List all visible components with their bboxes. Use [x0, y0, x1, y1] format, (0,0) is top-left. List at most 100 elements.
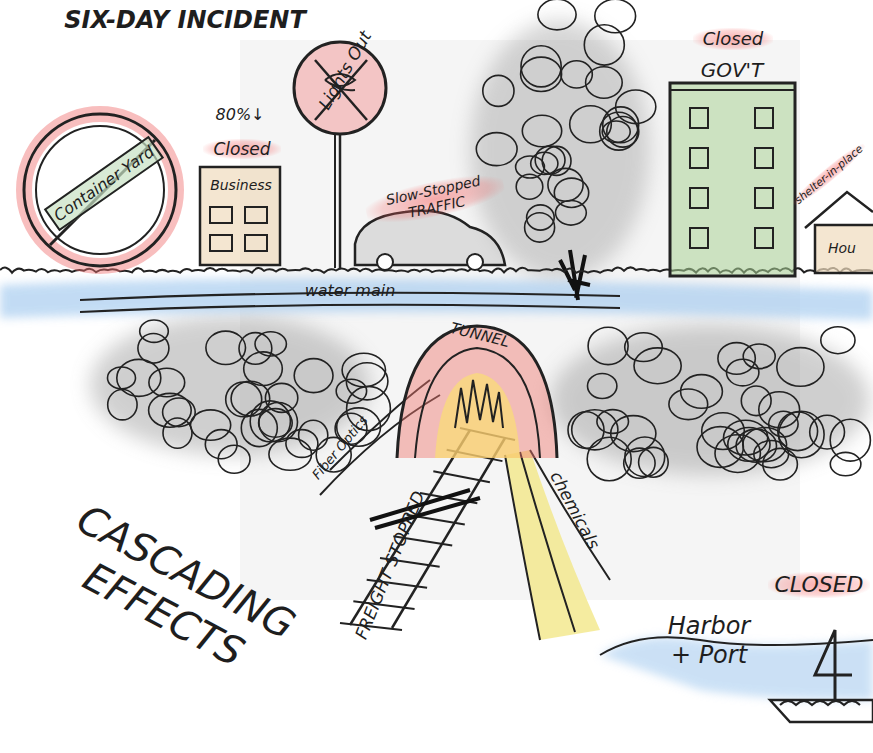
- scribble-loop: [741, 386, 771, 416]
- sketch-stroke: [670, 83, 795, 276]
- scribble-loop: [538, 0, 576, 30]
- water-main-pipe: [80, 305, 620, 312]
- sketch-stroke: [670, 89, 795, 91]
- scribble-loop: [294, 359, 333, 393]
- scribble-loop: [697, 427, 743, 468]
- scribble-loop: [728, 428, 770, 462]
- scribble-loop: [259, 403, 298, 442]
- object-sublabel: Hou: [817, 240, 867, 257]
- scribble-loop: [542, 146, 571, 175]
- ground-shade: [90, 315, 370, 455]
- sketch-stroke: [805, 192, 873, 228]
- sketch-stroke: [245, 235, 267, 251]
- sketch-stroke: [397, 326, 557, 458]
- sketch-stroke: [755, 148, 773, 168]
- scribble-loop: [821, 327, 855, 354]
- scribble-loop: [117, 359, 161, 396]
- scribble-loop: [616, 90, 656, 124]
- scribble-loop: [778, 412, 818, 451]
- sketch-stroke: [435, 373, 520, 458]
- scribble-loop: [269, 438, 312, 470]
- sketch-stroke: [690, 228, 708, 248]
- water-band: [0, 279, 873, 320]
- scribble-loop: [595, 0, 636, 33]
- scribble-loop: [346, 363, 388, 400]
- scribble-loop: [205, 430, 237, 459]
- scribble-loop: [586, 67, 623, 99]
- sketch-object: Slow-Stopped TRAFFIC: [345, 172, 520, 268]
- scribble-loop: [718, 343, 755, 375]
- sketch-stroke: [467, 254, 483, 270]
- object-label: Container Yard: [44, 136, 164, 232]
- object-label: Closed: [203, 139, 281, 159]
- smoke-scribbles: [108, 0, 871, 481]
- sketch-stroke: [24, 114, 176, 266]
- sketch-stroke: [24, 114, 176, 266]
- scribble-loop: [634, 348, 681, 384]
- scribble-loop: [639, 447, 669, 477]
- scribble-loop: [597, 410, 629, 434]
- sketch-object: shelter-in-placeHou: [805, 140, 873, 275]
- scribble-loop: [779, 411, 824, 457]
- sketch-note: 80%↓: [205, 105, 275, 124]
- scribble-loop: [625, 437, 665, 477]
- smoke-shade: [470, 20, 650, 280]
- scribble-loop: [611, 416, 656, 452]
- ground-shade: [550, 325, 870, 475]
- scribble-loop: [527, 205, 555, 230]
- scribble-loop: [218, 445, 250, 473]
- scribble-loop: [521, 46, 561, 87]
- scribble-loop: [522, 115, 561, 146]
- scribble-loop: [108, 390, 137, 420]
- scribble-loop: [149, 368, 185, 397]
- sketch-note: water main: [285, 281, 415, 300]
- object-sublabel: Business: [198, 177, 284, 194]
- sketch-stroke: [755, 108, 773, 128]
- sketch-stroke: [210, 207, 232, 223]
- sketch-stroke: [690, 188, 708, 208]
- scribble-loop: [600, 112, 638, 150]
- scribble-loop: [342, 353, 385, 387]
- rail-tie: [433, 471, 490, 482]
- scribble-loop: [244, 352, 283, 386]
- scribble-loop: [521, 57, 562, 91]
- scribble-loop: [265, 383, 297, 412]
- sketch-stroke: [815, 225, 873, 273]
- scribble-loop: [570, 106, 612, 143]
- scribble-loop: [483, 75, 514, 106]
- scribble-loop: [476, 133, 517, 166]
- scribble-loop: [226, 382, 262, 417]
- sketch-stroke: [397, 326, 557, 458]
- sketch-stroke: [415, 348, 540, 458]
- sketch-stroke: [245, 207, 267, 223]
- scribble-loop: [669, 389, 708, 420]
- pipe-break: [560, 250, 590, 300]
- scribble-loop: [191, 410, 231, 440]
- chemical-line: [505, 455, 540, 640]
- sketch-object: ClosedGOV'T: [665, 28, 800, 278]
- scribble-loop: [743, 344, 775, 369]
- scribble-loop: [588, 374, 617, 399]
- sketch-stroke: [334, 134, 336, 268]
- sketch-stroke: [455, 380, 503, 428]
- sketch-stroke: [36, 126, 164, 254]
- scribble-loop: [830, 419, 870, 461]
- scribble-loop: [299, 420, 328, 450]
- scribble-loop: [163, 418, 192, 448]
- sketch-stroke: [690, 108, 708, 128]
- sketch-stroke: [755, 228, 773, 248]
- scribble-loop: [108, 367, 136, 389]
- scribble-loop: [231, 381, 270, 416]
- scribble-loop: [777, 348, 824, 387]
- waves: [780, 701, 860, 705]
- scribble-loop: [250, 401, 290, 442]
- scribble-loop: [535, 146, 565, 174]
- sketch-stroke: [690, 148, 708, 168]
- scribble-loop: [702, 413, 745, 450]
- sketch-stroke: [210, 235, 232, 251]
- scribble-loop: [769, 411, 798, 437]
- diagram-title: SIX-DAY INCIDENT: [20, 6, 350, 35]
- sketch-stroke: [755, 188, 773, 208]
- scribble-loop: [531, 152, 558, 174]
- ship-mast: [815, 630, 852, 700]
